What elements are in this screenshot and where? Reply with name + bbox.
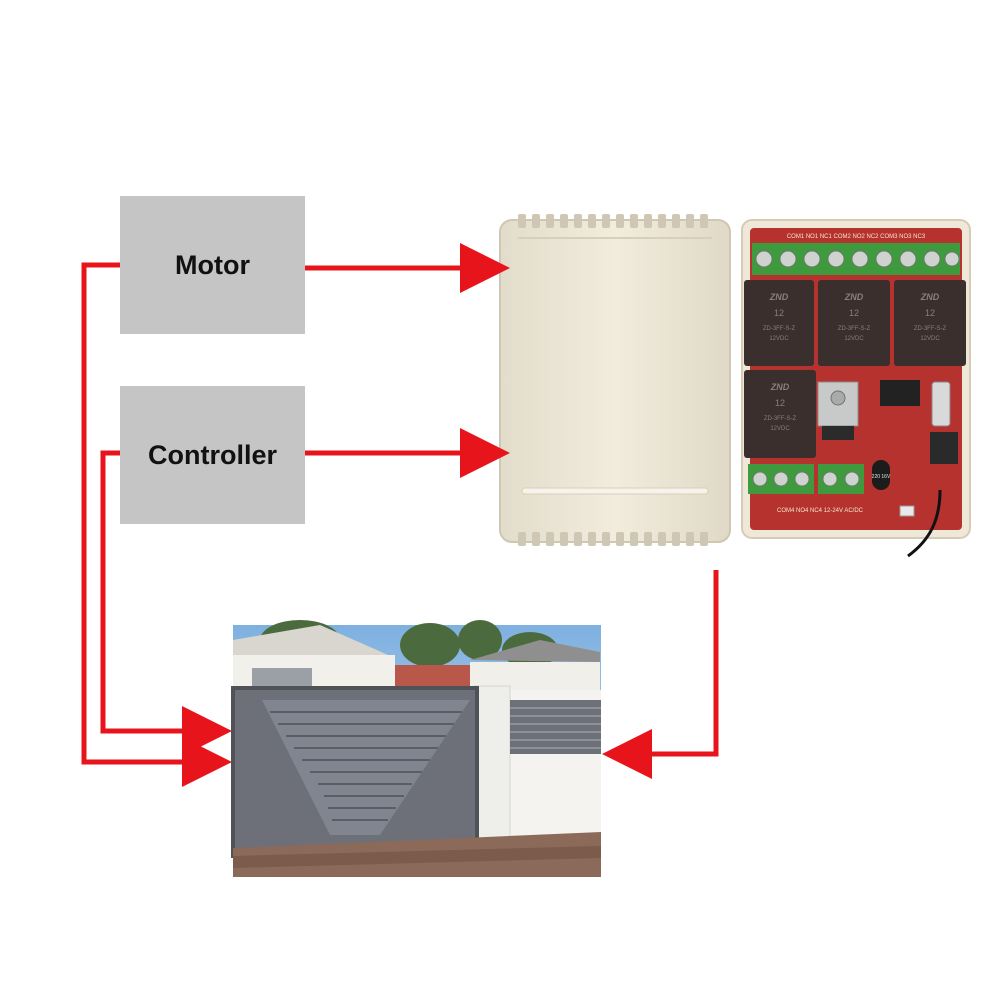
receiver-enclosure — [499, 214, 731, 546]
relay-brand-2: ZND — [844, 292, 864, 302]
chip-ic — [880, 380, 920, 406]
motor-label: Motor — [175, 249, 250, 280]
top-terminal-text: COM1 NO1 NC1 COM2 NO2 NC2 COM3 NO3 NC3 — [787, 234, 926, 240]
relay-voltage-2: 12VDC — [844, 336, 864, 342]
motor-box: Motor — [120, 196, 305, 334]
capacitor: 220 16V — [872, 460, 891, 490]
relay-type-1: ZD-3FF-S-Z — [763, 326, 796, 332]
relay-model-3: 12 — [925, 308, 935, 318]
learn-button — [899, 505, 915, 517]
relay-pcb-board: COM1 NO1 NC1 COM2 NO2 NC2 COM3 NO3 NC3 Z… — [741, 219, 971, 558]
relay-brand-3: ZND — [920, 292, 940, 302]
relay-type-4: ZD-3FF-S-Z — [764, 416, 797, 422]
relay-model-4: 12 — [775, 398, 785, 408]
relay-model-1: 12 — [774, 308, 784, 318]
relay-type-2: ZD-3FF-S-Z — [838, 326, 871, 332]
arrow-motor-to-gate — [81, 262, 232, 787]
crystal-component — [931, 381, 951, 427]
gate — [231, 686, 479, 858]
connection-arrows — [81, 243, 719, 787]
gate-photo — [231, 620, 601, 877]
relay-4: ZND 12 ZD-3FF-S-Z 12VDC — [744, 370, 816, 458]
relay-voltage-3: 12VDC — [920, 336, 940, 342]
relay-voltage-4: 12VDC — [770, 426, 790, 432]
relay-type-3: ZD-3FF-S-Z — [914, 326, 947, 332]
top-terminal-block — [752, 243, 960, 275]
bottom-terminal-text: COM4 NO4 NC4 12-24V AC/DC — [777, 508, 864, 514]
receiver-module — [930, 432, 958, 464]
bottom-terminal-block — [748, 464, 864, 494]
antenna-wire — [907, 489, 942, 558]
relay-brand-1: ZND — [769, 292, 789, 302]
relay-brand-4: ZND — [770, 382, 790, 392]
relay-2: ZND 12 ZD-3FF-S-Z 12VDC — [818, 280, 890, 366]
fence-panel — [510, 700, 601, 754]
voltage-regulator — [817, 381, 859, 440]
relay-1: ZND 12 ZD-3FF-S-Z 12VDC — [744, 280, 814, 366]
arrow-controller-to-gate — [100, 450, 232, 756]
relay-3: ZND 12 ZD-3FF-S-Z 12VDC — [894, 280, 966, 366]
controller-label: Controller — [147, 439, 277, 470]
controller-box: Controller — [120, 386, 305, 524]
arrow-receiver-to-gate — [602, 570, 719, 779]
relay-model-2: 12 — [849, 308, 859, 318]
relay-voltage-1: 12VDC — [769, 336, 789, 342]
capacitor-text: 220 16V — [872, 474, 891, 480]
